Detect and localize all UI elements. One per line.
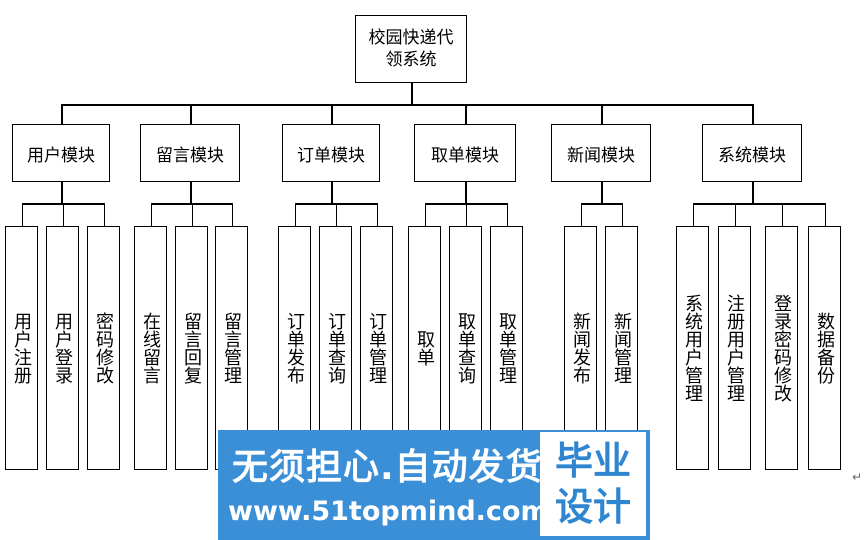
watermark-slogan: 无须担心.自动发货 (232, 447, 543, 488)
leaf-connector (424, 203, 426, 226)
leaf-node: 数据备份 (808, 226, 841, 470)
watermark-badge: 毕业 设计 (540, 432, 646, 536)
module-drop-line (331, 182, 333, 203)
leaf-node: 取单查询 (449, 226, 482, 470)
module-connector (331, 104, 333, 124)
module-drop-line (465, 182, 467, 203)
root-title-line-2: 领系统 (385, 50, 437, 70)
module-drop-line (601, 182, 603, 203)
leaf-connector (294, 203, 296, 226)
module-connector (465, 104, 467, 124)
leaf-connector (150, 203, 152, 226)
leaf-node: 密码修改 (87, 226, 120, 470)
sub-bus-line (692, 203, 826, 205)
leaf-node: 留言管理 (215, 226, 248, 470)
module-connector (601, 104, 603, 124)
leaf-connector (21, 203, 23, 226)
root-node: 校园快递代 领系统 (355, 15, 467, 83)
root-connector (411, 83, 413, 104)
leaf-connector (621, 203, 623, 226)
leaf-connector (465, 203, 467, 226)
leaf-connector (335, 203, 337, 226)
leaf-connector (692, 203, 694, 226)
leaf-connector (506, 203, 508, 226)
watermark-banner: 无须担心.自动发货 www.51topmind.com 毕业 设计 (218, 430, 650, 540)
module-node: 系统模块 (702, 124, 802, 182)
main-bus-line (61, 104, 754, 106)
module-node: 留言模块 (140, 124, 240, 182)
leaf-node: 用户注册 (5, 226, 38, 470)
leaf-connector (734, 203, 736, 226)
module-node: 取单模块 (414, 124, 516, 182)
leaf-node: 订单管理 (360, 226, 393, 470)
module-node: 新闻模块 (551, 124, 651, 182)
paragraph-return-mark: ↵ (852, 470, 863, 484)
leaf-connector (62, 203, 64, 226)
leaf-node: 系统用户管理 (676, 226, 709, 470)
leaf-node: 用户登录 (46, 226, 79, 470)
leaf-node: 取单 (408, 226, 441, 470)
leaf-node: 注册用户管理 (718, 226, 751, 470)
watermark-url: www.51topmind.com (228, 496, 549, 527)
leaf-connector (231, 203, 233, 226)
leaf-node: 新闻管理 (605, 226, 638, 470)
module-drop-line (190, 182, 192, 203)
leaf-node: 留言回复 (175, 226, 208, 470)
module-drop-line (61, 182, 63, 203)
root-title-line-1: 校园快递代 (368, 28, 454, 48)
leaf-connector (103, 203, 105, 226)
leaf-connector (580, 203, 582, 226)
watermark-badge-line-2: 设计 (554, 485, 631, 529)
leaf-node: 取单管理 (490, 226, 523, 470)
leaf-connector (824, 203, 826, 226)
module-connector (190, 104, 192, 124)
module-connector (752, 104, 754, 124)
leaf-node: 订单查询 (319, 226, 352, 470)
module-node: 订单模块 (282, 124, 380, 182)
watermark-badge-line-1: 毕业 (554, 439, 631, 483)
leaf-connector (376, 203, 378, 226)
leaf-node: 登录密码修改 (765, 226, 798, 470)
leaf-node: 在线留言 (134, 226, 167, 470)
leaf-connector (781, 203, 783, 226)
module-drop-line (752, 182, 754, 203)
leaf-node: 订单发布 (278, 226, 311, 470)
leaf-connector (191, 203, 193, 226)
module-node: 用户模块 (12, 124, 110, 182)
module-connector (61, 104, 63, 124)
sub-bus-line (580, 203, 623, 205)
